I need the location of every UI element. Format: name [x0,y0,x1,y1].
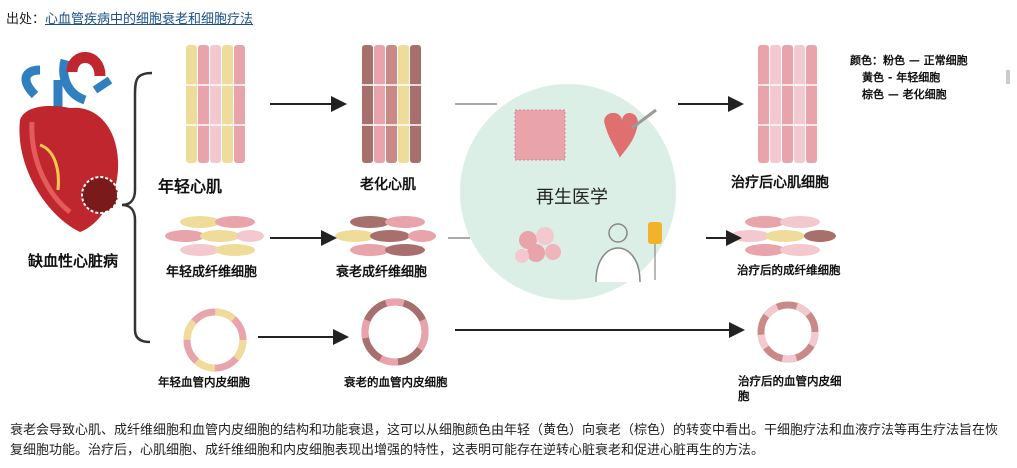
aged-fibroblasts [335,216,436,256]
aged-endothelial-label: 衰老的血管内皮细胞 [344,375,448,389]
aged-cardiomyocyte-label: 老化心肌 [360,177,416,193]
treated-fibroblasts [730,216,836,256]
legend-line-aged: 棕色 — 老化细胞 [862,88,947,101]
treated-endothelial-ring [757,301,819,363]
tissue-patch-icon [514,109,566,161]
treated-cardiomyocyte-label: 治疗后心肌细胞 [731,175,829,191]
center-label: 再生医学 [536,187,608,208]
aged-cardiomyocytes [362,45,421,163]
legend-line-young: 黄色 - 年轻细胞 [862,71,941,84]
aged-fibroblast-label: 衰老成纤维细胞 [336,265,428,280]
heart-injection-icon [604,108,657,158]
patient-transfusion-icon [595,222,662,283]
heart-disease-label: 缺血性心脏病 [28,252,119,270]
cell-cluster-icon [515,227,561,263]
aged-endothelial-ring [361,298,429,366]
legend-line-normal: 颜色：粉色 — 正常细胞 [850,54,968,67]
source-link[interactable]: 心血管疾病中的细胞衰老和细胞疗法 [45,12,254,27]
treated-endothelial-label: 治疗后的血管内皮细胞 [738,374,842,403]
young-fibroblast-label: 年轻成纤维细胞 [166,265,258,280]
diagram-canvas [19,45,836,372]
young-fibroblasts [165,216,264,256]
treated-cardiomyocytes [758,45,817,163]
scrollbar-thumb[interactable] [1006,70,1010,84]
arrows [258,96,745,345]
source-prefix: 出处： [6,12,46,27]
heart-illustration [19,52,119,232]
young-cardiomyocytes [186,45,245,163]
young-endothelial-label: 年轻血管内皮细胞 [158,375,250,389]
bracket [121,71,153,344]
color-legend: 颜色：粉色 — 正常细胞 黄色 - 年轻细胞 棕色 — 老化细胞 [850,52,968,103]
young-endothelial-ring [183,308,247,372]
young-cardiomyocyte-label: 年轻心肌 [158,177,223,196]
source-line: 出处：心血管疾病中的细胞衰老和细胞疗法 [6,8,253,27]
figure-caption: 衰老会导致心肌、成纤维细胞和血管内皮细胞的结构和功能衰退，这可以从细胞颜色由年轻… [10,423,999,458]
treated-fibroblast-label: 治疗后的成纤维细胞 [737,263,841,277]
